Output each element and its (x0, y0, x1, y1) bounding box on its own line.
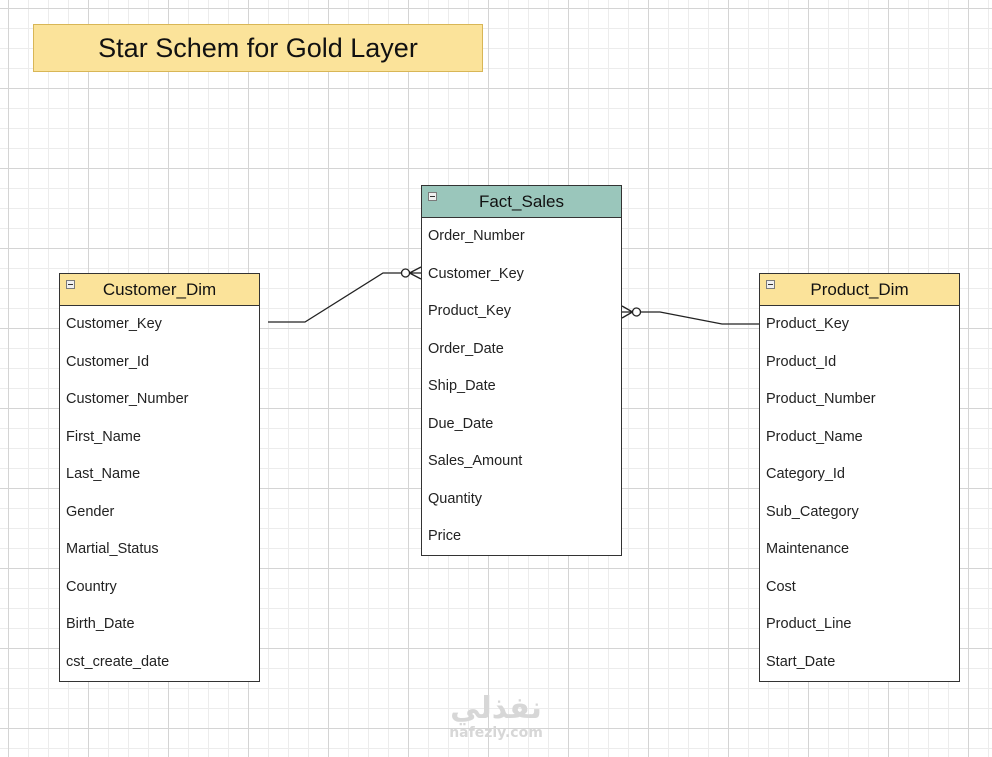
attribute-maintenance: Maintenance (766, 541, 850, 557)
entity-header[interactable]: Product_Dim (760, 274, 959, 306)
attribute-cst-create-date: cst_create_date (66, 653, 170, 670)
zero-marker-product (631, 307, 642, 317)
attribute-cost: Cost (766, 578, 796, 595)
attribute-product-number: Product_Number (766, 391, 876, 407)
watermark-arabic-text: نفذلي (450, 691, 542, 726)
attribute-customer-key: Customer_Key (428, 265, 524, 282)
collapse-icon[interactable] (66, 280, 75, 289)
relationship-line-customer (268, 272, 401, 323)
entity-customer-dim[interactable]: Customer_Dim Customer_Key Customer_Id Cu… (59, 273, 260, 682)
attribute-product-key: Product_Key (428, 303, 512, 319)
attribute-start-date: Start_Date (766, 653, 836, 670)
attribute-martial-status: Martial_Status (66, 541, 159, 557)
attribute-quantity: Quantity (428, 490, 482, 507)
crowfoot-customer (409, 266, 422, 280)
attribute-customer-key: Customer_Key (66, 316, 162, 332)
entity-header[interactable]: Customer_Dim (60, 274, 259, 306)
attribute-customer-number: Customer_Number (66, 391, 189, 407)
attribute-sub-category: Sub_Category (766, 503, 859, 520)
crowfoot-product (621, 305, 633, 319)
attribute-price: Price (428, 528, 462, 544)
entity-fact-sales[interactable]: Fact_Sales Order_Number Customer_Key Pro… (421, 185, 622, 556)
attribute-product-line: Product_Line (766, 616, 852, 632)
attribute-birth-date: Birth_Date (66, 616, 135, 632)
collapse-icon[interactable] (766, 280, 775, 289)
attribute-first-name: First_Name (66, 428, 141, 445)
attribute-due-date: Due_Date (428, 415, 494, 432)
entity-name: Customer_Dim (102, 279, 217, 299)
attribute-product-id: Product_Id (766, 353, 837, 370)
attribute-category-id: Category_Id (766, 466, 845, 482)
watermark: نفذلي nafezly.com (436, 691, 556, 741)
attribute-product-key: Product_Key (766, 316, 850, 332)
attribute-customer-id: Customer_Id (66, 353, 150, 370)
attribute-product-name: Product_Name (766, 428, 863, 445)
watermark-latin-text: nafezly.com (449, 725, 543, 741)
attribute-order-number: Order_Number (428, 228, 525, 244)
zero-marker-customer (400, 268, 411, 278)
entity-name: Fact_Sales (478, 191, 565, 211)
relationship-line-product (641, 311, 759, 325)
attribute-order-date: Order_Date (428, 340, 504, 357)
entity-name: Product_Dim (810, 279, 909, 299)
attribute-gender: Gender (66, 503, 115, 520)
collapse-icon[interactable] (428, 192, 437, 201)
attribute-country: Country (66, 578, 117, 595)
entity-product-dim[interactable]: Product_Dim Product_Key Product_Id Produ… (759, 273, 960, 682)
attribute-last-name: Last_Name (66, 466, 141, 482)
entity-header[interactable]: Fact_Sales (422, 186, 621, 218)
diagram-title: Star Schem for Gold Layer (33, 24, 483, 72)
attribute-ship-date: Ship_Date (428, 378, 496, 394)
attribute-sales-amount: Sales_Amount (428, 453, 523, 469)
